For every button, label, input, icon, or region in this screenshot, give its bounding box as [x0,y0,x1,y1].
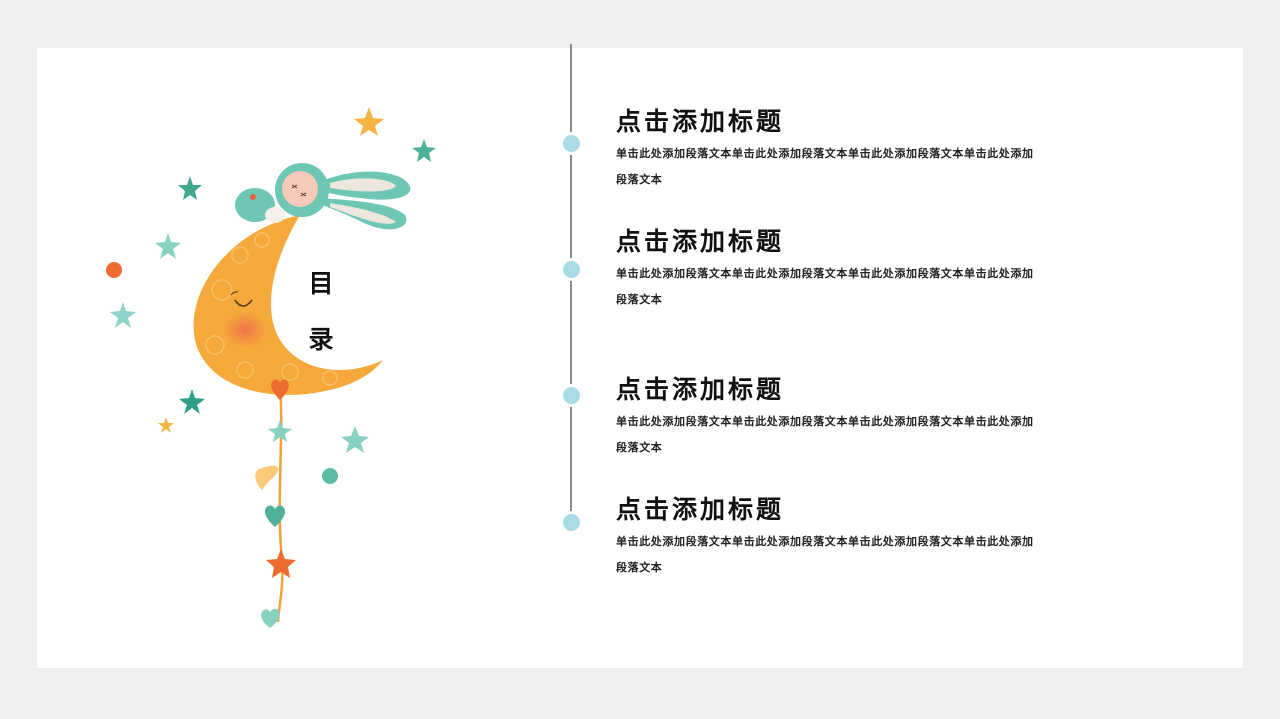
timeline-dot-1 [563,135,580,152]
item-body[interactable]: 单击此处添加段落文本单击此处添加段落文本单击此处添加段落文本单击此处添加段落文本 [616,147,1034,186]
timeline-line [570,44,572,514]
timeline-dot-2 [563,261,580,278]
toc-title: 目 录 [306,256,336,368]
item-title[interactable]: 点击添加标题 [616,107,785,136]
toc-title-line-2: 录 [308,325,334,354]
item-body[interactable]: 单击此处添加段落文本单击此处添加段落文本单击此处添加段落文本单击此处添加段落文本 [616,535,1034,574]
timeline-dot-3 [563,387,580,404]
item-title[interactable]: 点击添加标题 [616,495,785,524]
item-body[interactable]: 单击此处添加段落文本单击此处添加段落文本单击此处添加段落文本单击此处添加段落文本 [616,267,1034,306]
toc-item-4[interactable]: 点击添加标题 单击此处添加段落文本单击此处添加段落文本单击此处添加段落文本单击此… [616,495,1056,581]
toc-item-3[interactable]: 点击添加标题 单击此处添加段落文本单击此处添加段落文本单击此处添加段落文本单击此… [616,375,1056,461]
item-body[interactable]: 单击此处添加段落文本单击此处添加段落文本单击此处添加段落文本单击此处添加段落文本 [616,415,1034,454]
item-title[interactable]: 点击添加标题 [616,375,785,404]
toc-title-line-1: 目 [308,269,334,298]
item-title[interactable]: 点击添加标题 [616,227,785,256]
toc-item-1[interactable]: 点击添加标题 单击此处添加段落文本单击此处添加段落文本单击此处添加段落文本单击此… [616,107,1056,193]
timeline-dot-4 [563,514,580,531]
toc-item-2[interactable]: 点击添加标题 单击此处添加段落文本单击此处添加段落文本单击此处添加段落文本单击此… [616,227,1056,313]
